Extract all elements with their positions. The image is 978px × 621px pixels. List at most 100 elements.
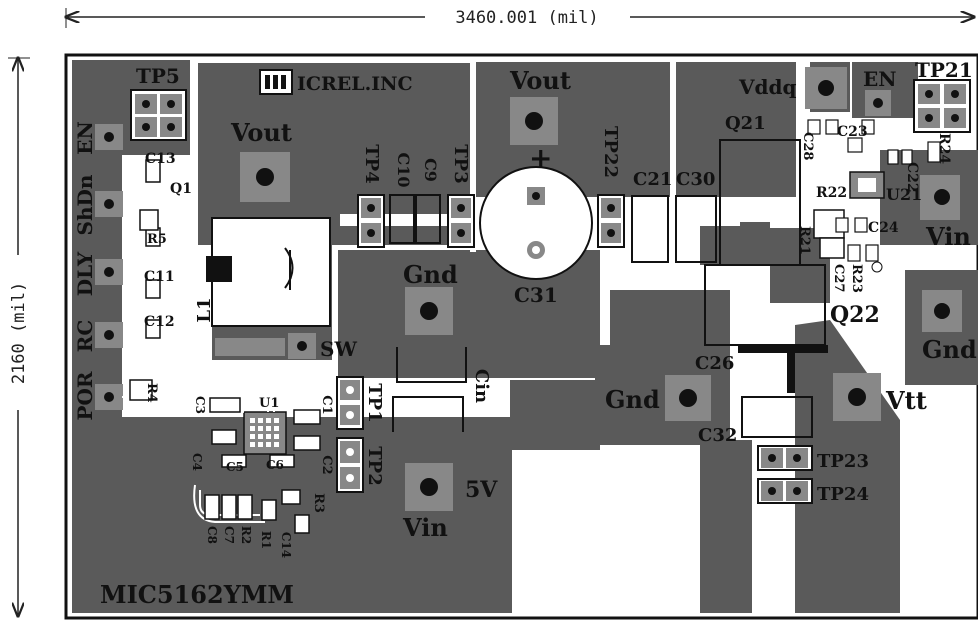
c14-label: C14 [279, 532, 293, 558]
q21-label: Q21 [725, 113, 766, 134]
cin-label: Cin [471, 369, 492, 403]
tp1-header[interactable] [336, 376, 364, 430]
gnd-bottom-pad[interactable] [665, 375, 711, 421]
vout-left-label: Vout [230, 118, 292, 147]
pin-label-por: POR [73, 371, 97, 420]
capacitor-outlines [389, 139, 826, 438]
l1-label: L1 [194, 297, 215, 322]
vin-right-pad[interactable] [920, 175, 960, 220]
tp22-label: TP22 [600, 126, 621, 178]
en-right-label: EN [863, 67, 897, 91]
tp4-label: TP4 [361, 144, 382, 183]
micrel-logo [259, 69, 293, 95]
brand-text: ICREL.INC [297, 73, 413, 95]
c30-label: C30 [676, 169, 715, 190]
gnd-center-label: Gnd [403, 260, 458, 289]
net-labels: Vout Vout Gnd Gnd Gnd Vtt Vddq EN Vin SW… [230, 66, 977, 542]
c1-label: C1 [319, 395, 334, 414]
c13-label: C13 [145, 151, 176, 167]
u1-label: U1 [259, 396, 279, 411]
tp22-header[interactable] [597, 194, 625, 248]
en-right-pad[interactable] [865, 90, 891, 116]
vin-bottom-pad[interactable] [405, 463, 453, 511]
vin-bottom-label: Vin [402, 513, 448, 542]
gnd-bottom-label: Gnd [605, 385, 660, 414]
r22-label: R22 [816, 185, 847, 201]
tp24-header[interactable] [757, 478, 813, 504]
r21-label: R21 [797, 226, 812, 255]
c4-label: C4 [190, 453, 204, 471]
vout-right-label: Vout [509, 66, 571, 95]
u21-passives [807, 119, 941, 262]
vtt-pad[interactable] [833, 373, 881, 421]
tp21-header[interactable] [913, 79, 971, 133]
r1-label: R1 [259, 531, 273, 549]
pin-label-en: EN [73, 121, 97, 155]
r5-label: R5 [147, 232, 167, 247]
tp21-label: TP21 [915, 58, 973, 82]
width-label: 3460.001 (mil) [455, 8, 598, 28]
small-passives [129, 159, 321, 534]
left-pin-labels: EN ShDn DLY RC POR [73, 121, 97, 420]
pin-label-shdn: ShDn [73, 174, 97, 235]
c26-label: C26 [695, 353, 734, 374]
sw-pad[interactable] [288, 333, 316, 359]
tp5-label: TP5 [136, 64, 180, 88]
c24-label: C24 [868, 220, 899, 236]
u1-chip [243, 411, 287, 455]
c27-label: C27 [831, 264, 846, 292]
u21-label: U21 [886, 185, 922, 204]
q22-label: Q22 [830, 302, 880, 328]
tp2-label: TP2 [364, 446, 385, 485]
c3-label: C3 [193, 396, 207, 414]
pin-label-dly: DLY [73, 251, 97, 296]
q1-label: Q1 [170, 181, 192, 197]
c32-label: C32 [698, 425, 737, 446]
plus-sign: + [529, 142, 552, 175]
tp1-label: TP1 [364, 383, 385, 422]
vddq-label: Vddq [738, 75, 796, 99]
r3-label: R3 [311, 493, 326, 513]
vout-right-pad[interactable] [510, 97, 558, 145]
gnd-center-pad[interactable] [405, 287, 453, 335]
component-labels: C13 Q1 R5 C11 C12 R4 C10 C9 C31 C21 C30 … [144, 113, 952, 558]
r24-label: R24 [936, 133, 952, 164]
c2-label: C2 [319, 455, 334, 474]
testpoint-labels: TP5 TP21 TP4 TP3 TP22 TP1 TP2 TP23 TP24 [136, 58, 973, 505]
height-label: 2160 (mil) [9, 282, 29, 384]
vddq-pad[interactable] [805, 67, 847, 109]
height-dimension: 2160 (mil) [8, 58, 30, 616]
tp4-header[interactable] [357, 194, 385, 248]
r4-label: R4 [144, 383, 159, 403]
part-number: MIC5162YMM [100, 580, 294, 609]
c7-label: C7 [222, 526, 236, 544]
c12-label: C12 [144, 314, 175, 330]
pin-label-rc: RC [73, 320, 97, 353]
vout-left-pad[interactable] [240, 152, 290, 202]
c11-label: C11 [144, 269, 175, 285]
tp2-header[interactable] [336, 437, 364, 493]
vin-right-label: Vin [925, 222, 971, 251]
c6-label: C6 [266, 458, 284, 472]
gnd-right-pad[interactable] [922, 290, 962, 332]
c26-leads [738, 345, 828, 393]
r23-label: R23 [849, 264, 864, 293]
c8-label: C8 [205, 526, 219, 544]
tp3-label: TP3 [450, 144, 471, 183]
l1-inductor [206, 217, 331, 356]
c9-label: C9 [421, 158, 440, 182]
vtt-label: Vtt [885, 386, 927, 415]
gnd-right-label: Gnd [922, 335, 977, 364]
tp23-label: TP23 [817, 451, 869, 472]
c31-label: C31 [514, 283, 558, 307]
c28-label: C28 [800, 132, 815, 160]
left-pin-pads[interactable] [95, 124, 123, 410]
c10-label: C10 [394, 153, 413, 188]
tp23-header[interactable] [757, 445, 813, 471]
tp5-header[interactable] [130, 89, 187, 141]
tp3-header[interactable] [447, 194, 475, 248]
r2-label: R2 [239, 526, 253, 544]
five-v-label: 5V [465, 477, 498, 503]
c23-label: C23 [837, 124, 868, 140]
